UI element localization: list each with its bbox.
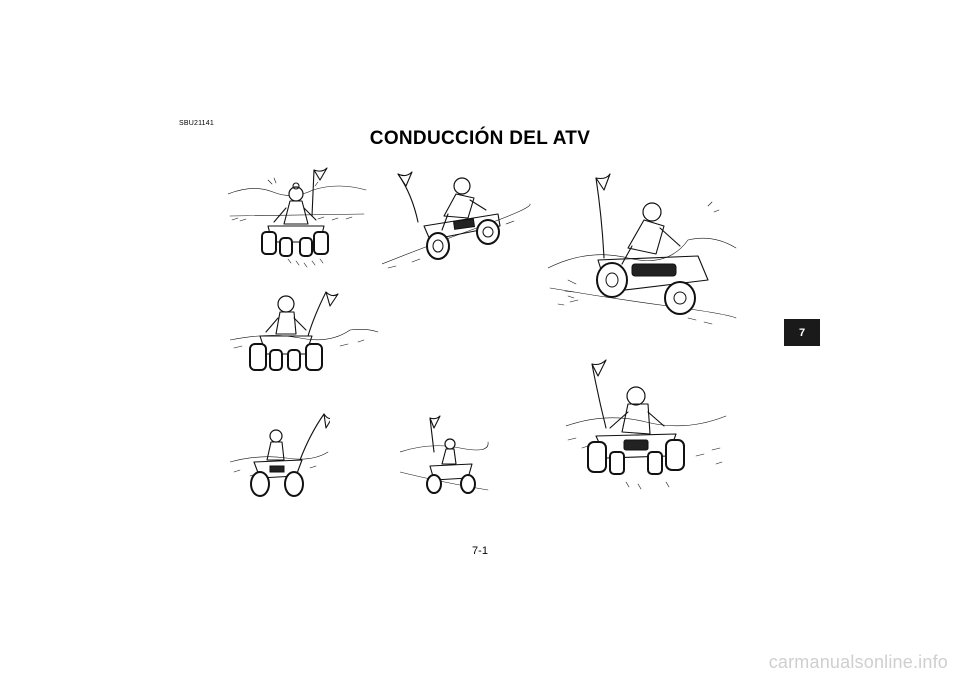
page-title: CONDUCCIÓN DEL ATV	[369, 128, 591, 149]
page-number: 7-1	[472, 545, 488, 557]
atv-illustration-standing-front	[230, 288, 380, 388]
atv-illustration-turning	[230, 410, 330, 505]
atv-illustration-level-ground	[228, 164, 368, 276]
chapter-tab: 7	[784, 319, 820, 346]
watermark: carmanualsonline.info	[768, 652, 948, 672]
atv-illustration-uphill	[382, 164, 532, 276]
atv-illustration-downhill	[400, 412, 490, 502]
section-code: SBU21141	[179, 120, 214, 127]
atv-illustration-steep-slope	[548, 168, 738, 336]
atv-illustration-rough-terrain	[566, 356, 736, 496]
